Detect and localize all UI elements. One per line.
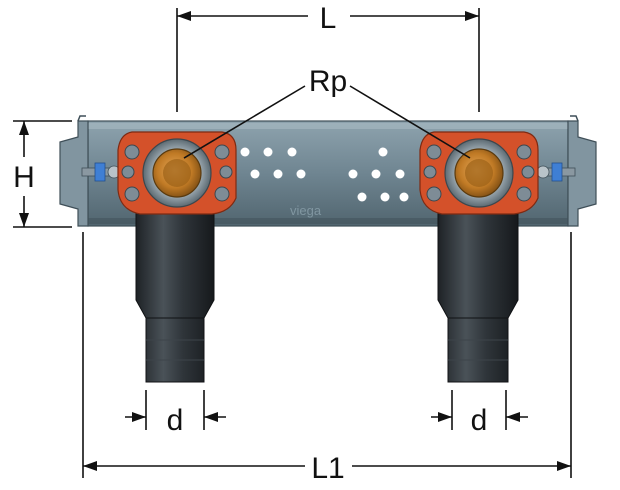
rail-hole xyxy=(348,169,358,179)
dimension-L1: L1 xyxy=(82,232,572,485)
fitting-right xyxy=(419,131,539,383)
screw xyxy=(124,144,140,160)
pipe-right xyxy=(437,211,519,383)
rail-holes xyxy=(240,147,409,202)
screw xyxy=(426,186,442,202)
screw xyxy=(214,144,230,160)
rail-hole xyxy=(250,169,260,179)
screw xyxy=(124,186,140,202)
label-Rp: Rp xyxy=(309,65,347,98)
rail-hole xyxy=(240,147,250,157)
dimension-L: L xyxy=(176,2,480,112)
rail-text: viega xyxy=(290,203,322,218)
label-d-left: d xyxy=(167,404,184,437)
screw xyxy=(423,165,437,179)
dimension-d-right: d xyxy=(431,390,528,437)
rail-hole xyxy=(263,147,273,157)
rail-hole xyxy=(296,169,306,179)
rail-hole xyxy=(378,147,388,157)
dimension-d-left: d xyxy=(125,390,226,437)
fitting-left xyxy=(117,131,237,383)
screw xyxy=(121,165,135,179)
rail-hole xyxy=(371,169,381,179)
dimension-H: H xyxy=(13,120,72,228)
label-H: H xyxy=(13,161,35,194)
rail-hole xyxy=(380,192,390,202)
rail-hole xyxy=(357,192,367,202)
screw xyxy=(516,144,532,160)
side-bolt-right xyxy=(536,162,576,182)
label-L: L xyxy=(320,2,337,35)
screw xyxy=(426,144,442,160)
rail-hole xyxy=(287,147,297,157)
screw xyxy=(516,186,532,202)
screw xyxy=(219,165,233,179)
screw xyxy=(214,186,230,202)
pipe-left xyxy=(135,211,215,383)
screw xyxy=(521,165,535,179)
side-bolt-left xyxy=(81,162,121,182)
label-Rp-group: Rp xyxy=(183,65,471,159)
rail-hole xyxy=(395,169,405,179)
rail-hole xyxy=(399,192,409,202)
label-L1: L1 xyxy=(311,452,344,485)
label-d-right: d xyxy=(471,404,488,437)
rail-hole xyxy=(273,169,283,179)
